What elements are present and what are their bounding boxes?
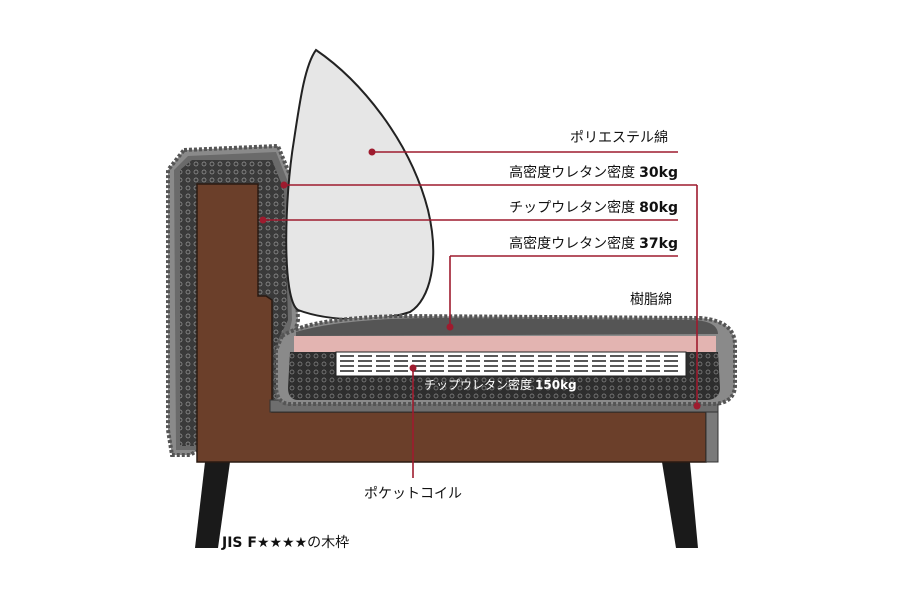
front-leg xyxy=(195,462,230,548)
leader-lines xyxy=(259,148,701,478)
label-polyester-cotton: ポリエステル綿 xyxy=(570,130,668,146)
resin-cotton-layer xyxy=(296,318,718,336)
back-leg xyxy=(662,462,698,548)
high-density-urethane-37 xyxy=(294,336,716,352)
pocket-coil-springs xyxy=(335,351,687,377)
frame-side-panel xyxy=(705,411,719,463)
label-resin-cotton: 樹脂綿 xyxy=(630,292,672,308)
sofa-legs xyxy=(195,462,698,548)
wood-frame-back xyxy=(196,183,707,463)
label-pocket-coil: ポケットコイル xyxy=(364,486,462,502)
label-jis-wood-frame: JIS F★★★★の木枠 xyxy=(221,535,349,551)
